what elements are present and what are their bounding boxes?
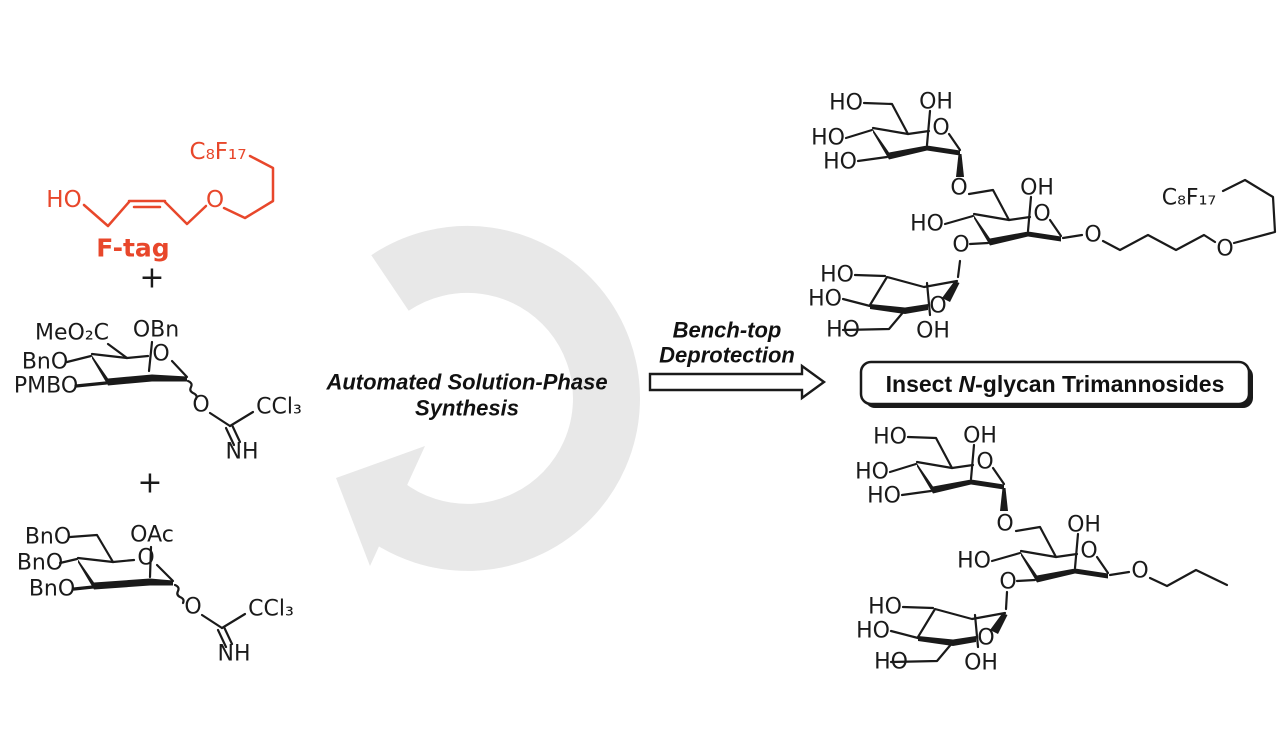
atom-ho-label: HO [811,126,845,151]
product2-lower-mannose: HO HO HO O OH [856,590,1009,676]
product2-propyl-chain: O [1131,559,1229,588]
atom-ho-label: HO [868,595,902,620]
atom-oh-label: OH [963,424,997,449]
atom-oh-label: OH [1020,176,1054,201]
atom-ho-label: HO [873,425,907,450]
atom-ring-o-label: O [1033,202,1050,227]
ftag-structure: HO O C₈F₁₇ F-tag [46,139,275,263]
donor2-bonds [58,533,247,649]
atom-oh-label: OH [919,90,953,115]
atom-glycosidic-o-label: O [996,512,1013,537]
donor2-bno6-label: BnO [25,525,71,550]
donor2-bno3-label: BnO [29,577,75,602]
atom-ether-o-label: O [1216,237,1233,262]
deprotection-arrow [648,363,827,401]
step-caption-line1: Bench-top [673,318,782,343]
donor1-obn-label: OBn [133,318,179,343]
atom-ho-label: HO [856,619,890,644]
donor1-ester-label: MeO₂C [35,321,109,346]
product1-fluorous-label: C₈F₁₇ [1162,186,1216,211]
product1-fluorous-chain: O O C₈F₁₇ [1084,178,1277,262]
atom-oh-label: OH [964,651,998,676]
atom-ho-label: HO [829,91,863,116]
atom-ring-o-label: O [929,294,946,319]
donor1-ccl3-label: CCl₃ [256,395,302,420]
product-box-label: Insect N-glycan Trimannosides [886,371,1225,397]
donor2-nh-label: NH [218,642,251,667]
ftag-ho-label: HO [46,187,81,213]
atom-ho-label: HO [957,549,991,574]
atom-glycosidic-o-label: O [950,176,967,201]
plus-sign-1: + [139,261,164,296]
donor1-bonds [65,340,255,447]
donor2-bno4-label: BnO [17,551,63,576]
donor2-oac-label: OAc [130,523,174,548]
atom-ho-label: HO [826,318,860,343]
donor1-structure: MeO₂C OBn BnO PMBO O O CCl₃ NH [14,318,302,465]
plus-sign-2: + [137,466,162,501]
atom-oh-label: OH [916,319,950,344]
donor1-pmbo-label: PMBO [14,374,78,399]
synthesis-cycle-arrow [336,225,640,571]
donor2-structure: BnO OAc BnO BnO O O CCl₃ NH [17,523,294,667]
atom-ho-label: HO [820,263,854,288]
atom-oh-label: OH [1067,513,1101,538]
product2-structure: HO OH O HO HO O OH O HO O O [855,424,1229,676]
atom-glycosidic-o-label: O [952,233,969,258]
atom-ring-o-label: O [976,450,993,475]
atom-ring-o-label: O [977,626,994,651]
atom-ho-label: HO [874,650,908,675]
product1-structure: HO OH O HO HO O OH O HO O O O [808,90,1277,344]
atom-ho-label: HO [855,460,889,485]
cycle-caption-line1: Automated Solution-Phase [325,370,607,395]
product1-lower-mannose: HO HO HO O OH [808,259,962,344]
atom-ether-o-label: O [1131,559,1148,584]
donor1-nh-label: NH [226,440,259,465]
donor1-bno-label: BnO [22,350,68,375]
ftag-ether-o-label: O [206,187,224,213]
product-box-suffix: -glycan Trimannosides [975,371,1224,397]
product1-central-mannose: OH O HO O [910,176,1084,258]
atom-ho-label: HO [823,150,857,175]
product-label-box: Insect N-glycan Trimannosides [859,360,1253,408]
product2-central-mannose: OH O HO O [957,513,1131,595]
donor1-anomeric-o-label: O [192,393,209,418]
atom-ho-label: HO [867,484,901,509]
atom-ring-o-label: O [932,116,949,141]
cycle-caption-line2: Synthesis [415,396,519,421]
atom-ring-o-label: O [1080,539,1097,564]
ftag-fluorous-label: C₈F₁₇ [190,139,247,165]
atom-ho-label: HO [808,287,842,312]
atom-ether-o-label: O [1084,223,1101,248]
product1-upper-mannose: HO OH O HO HO [811,90,964,177]
donor2-ccl3-label: CCl₃ [248,597,294,622]
product-box-prefix: Insect [886,371,959,397]
product-box-n-italic: N [959,371,976,397]
donor2-anomeric-o-label: O [184,595,201,620]
atom-glycosidic-o-label: O [999,570,1016,595]
atom-ho-label: HO [910,212,944,237]
ftag-name-label: F-tag [96,234,169,263]
ftag-bonds [82,154,275,228]
donor2-ring-o-label: O [137,546,154,571]
donor1-ring-o-label: O [152,342,169,367]
product2-upper-mannose: HO OH O HO HO [855,424,1008,511]
step-caption-line2: Deprotection [659,343,795,368]
